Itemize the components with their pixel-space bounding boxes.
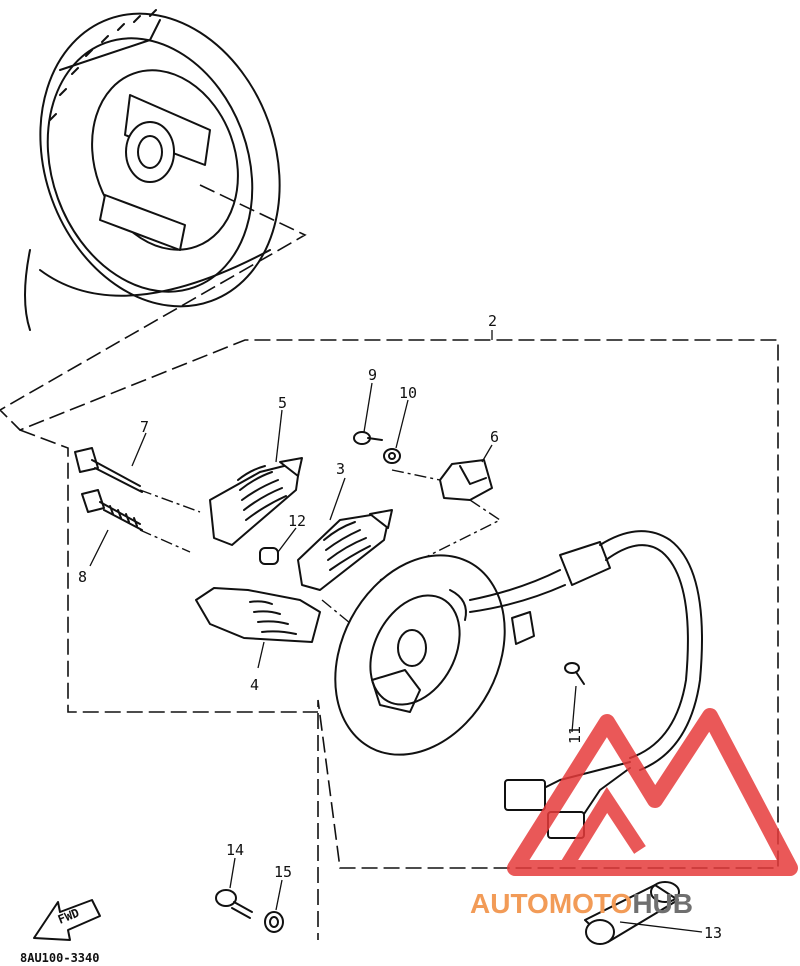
pickup-coil-6: [439, 459, 493, 501]
source-coil-4: [195, 587, 321, 643]
callout-9: 9: [368, 366, 377, 384]
charge-coil-5: [209, 457, 303, 546]
screw-11: [564, 662, 585, 685]
callout-2: 2: [488, 312, 497, 330]
flywheel-rotor: [24, 9, 281, 331]
wire-harness: [469, 530, 703, 839]
callout-13: 13: [704, 924, 722, 942]
callout-6: 6: [490, 428, 499, 446]
callout-8: 8: [78, 568, 87, 586]
callout-5: 5: [278, 394, 287, 412]
callout-11: 11: [566, 726, 584, 744]
wire-cover-13: [584, 881, 680, 945]
bolt-7: [74, 447, 143, 493]
watermark-text-suffix: HUB: [632, 888, 693, 919]
callout-15: 15: [274, 863, 292, 881]
assembly-bracket: [19, 429, 318, 713]
callout-14: 14: [226, 841, 244, 859]
wire-clip: [511, 611, 535, 645]
bolt-14: [215, 889, 253, 919]
fwd-arrow: FWD: [33, 899, 101, 941]
lighting-coil-3: [297, 509, 393, 591]
stator-base-plate: [334, 554, 506, 756]
callout-3: 3: [336, 460, 345, 478]
washer-10: [383, 448, 401, 464]
callout-12: 12: [288, 512, 306, 530]
watermark-text-middle: MOTO: [549, 888, 632, 919]
callout-7: 7: [140, 418, 149, 436]
connector-plug-a: [504, 779, 546, 811]
callout-10: 10: [399, 384, 417, 402]
watermark-text-prefix: AUTO: [470, 888, 549, 919]
drawing-code: 8AU100-3340: [20, 951, 99, 965]
callout-4: 4: [250, 676, 259, 694]
washer-15: [264, 911, 284, 933]
screw-8: [81, 489, 143, 531]
watermark-triangle-icon: [507, 708, 798, 876]
rotor-leader-line: [0, 184, 779, 940]
watermark-logo: [507, 708, 798, 876]
watermark-text: AUTOMOTOHUB: [470, 888, 693, 919]
collar-12: [259, 547, 279, 565]
screw-9: [353, 431, 383, 445]
